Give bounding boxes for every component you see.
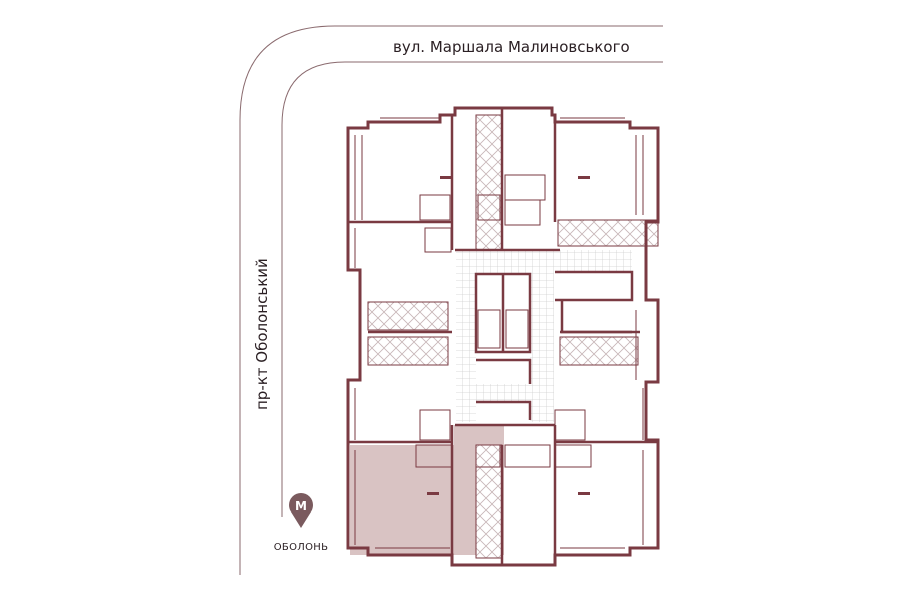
metro-pin-icon bbox=[289, 493, 313, 517]
street-label-top: вул. Маршала Малиновського bbox=[393, 38, 630, 56]
fixtures bbox=[354, 117, 644, 549]
metro-letter: М bbox=[295, 499, 307, 513]
building-walls bbox=[346, 106, 660, 567]
balconies bbox=[367, 114, 659, 559]
metro-station-label: ОБОЛОНЬ bbox=[274, 542, 328, 553]
corridors bbox=[456, 250, 632, 422]
metro-marker: М ОБОЛОНЬ bbox=[274, 493, 328, 553]
interior-walls bbox=[348, 108, 658, 565]
street-lines bbox=[239, 25, 663, 575]
wall-stubs bbox=[427, 176, 590, 495]
street-label-left: пр-кт Оболонський bbox=[253, 258, 271, 410]
